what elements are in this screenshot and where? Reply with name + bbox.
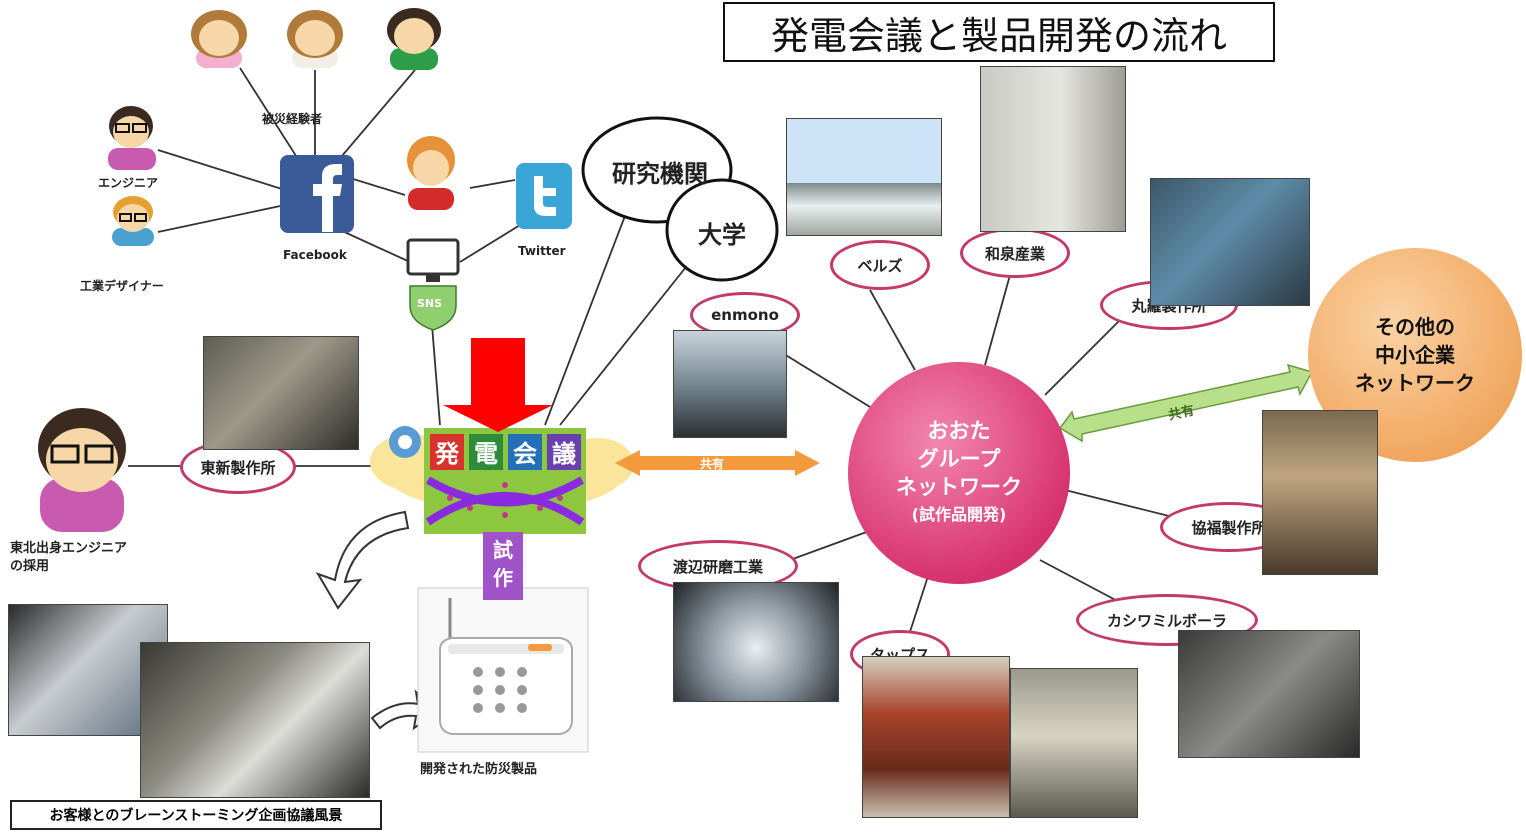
- sns-label: SNS: [417, 297, 443, 310]
- person-female-2-icon: [287, 10, 343, 68]
- computer-monitor-icon: [406, 238, 460, 282]
- hatsuden-pattern-shape: [425, 476, 585, 526]
- victims-label: 被災経験者: [262, 112, 323, 126]
- brainstorm-room-photo-2: [140, 642, 370, 798]
- red-down-arrow-icon: [443, 338, 553, 432]
- facebook-logo-icon: [280, 155, 354, 233]
- share-arrow-orange-shape: [615, 450, 820, 476]
- tohoku-line-2: の採用: [10, 559, 50, 574]
- sns-shield-icon: [409, 285, 457, 331]
- bells-building-photo: [786, 118, 942, 236]
- share-label-left: 共有: [700, 457, 725, 471]
- disaster-product-device-image: [417, 587, 589, 753]
- enmono-people-photo: [673, 330, 787, 438]
- kashiwa-factory-photo: [1178, 630, 1360, 758]
- hatsuden-char-4: 議: [552, 440, 576, 468]
- designer-person-icon: [112, 196, 154, 246]
- gear-icon: [389, 426, 421, 458]
- watanabe-polishing-photo: [673, 582, 839, 702]
- hatsuden-char-1: 発: [434, 440, 460, 468]
- shisaku-arrow-label: 試 作: [483, 532, 523, 600]
- tohoku-engineer-person-icon: [38, 408, 126, 532]
- person-male-icon: [387, 8, 441, 70]
- toshin-factory-photo: [203, 336, 359, 450]
- kyofuku-factory-photo: [1262, 410, 1378, 575]
- izumi-building-photo: [980, 66, 1126, 232]
- facebook-label: Facebook: [283, 248, 347, 262]
- tohoku-engineer-caption: 東北出身エンジニア の採用: [10, 540, 127, 576]
- maruwa-factory-photo: [1150, 178, 1310, 306]
- other-line-3: ネットワーク: [1355, 371, 1475, 395]
- hub-line-2: グループ: [917, 447, 1001, 471]
- hub-line-1: おおた: [927, 419, 991, 443]
- hatsuden-char-2: 電: [474, 440, 498, 468]
- tohoku-line-1: 東北出身エンジニア: [10, 541, 128, 556]
- engineer-person-icon: [108, 106, 156, 170]
- taps-machine-photo: [1010, 668, 1138, 818]
- research-institute-label: 研究機関: [612, 160, 708, 188]
- other-line-1: その他の: [1375, 315, 1455, 339]
- company-bells: ベルズ: [830, 240, 930, 290]
- twitter-label: Twitter: [518, 244, 566, 258]
- hub-line-3: ネットワーク: [896, 475, 1022, 499]
- brainstorm-caption: お客様とのブレーンストーミング企画協議風景: [10, 800, 382, 830]
- university-label: 大学: [698, 221, 746, 249]
- engineer-label: エンジニア: [98, 176, 159, 190]
- hub-line-4: (試作品開発): [911, 505, 1007, 524]
- shisaku-char-1: 試: [493, 538, 513, 562]
- twitter-logo-icon: [516, 163, 572, 229]
- other-line-2: 中小企業: [1375, 343, 1455, 367]
- ota-group-network-hub: おおた グループ ネットワーク (試作品開発): [848, 362, 1070, 584]
- company-izumi: 和泉産業: [960, 228, 1070, 278]
- hatsuden-char-3: 会: [513, 440, 537, 468]
- curved-down-arrow-icon: [315, 510, 410, 610]
- product-caption: 開発された防災製品: [420, 762, 538, 777]
- shisaku-char-2: 作: [493, 566, 513, 590]
- page-title: 発電会議と製品開発の流れ: [723, 2, 1275, 62]
- taps-room-photo: [862, 656, 1010, 818]
- university-bubble-shape: [665, 178, 779, 282]
- designer-label: 工業デザイナー: [80, 279, 164, 293]
- sns-user-person-icon: [407, 136, 455, 210]
- person-female-1-icon: [191, 10, 247, 68]
